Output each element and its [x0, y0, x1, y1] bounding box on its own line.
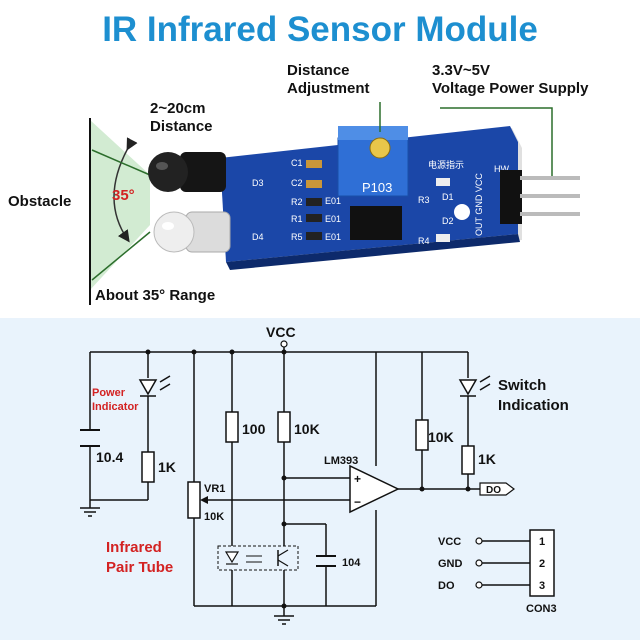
con3-connector — [529, 529, 555, 597]
do-output-tag — [479, 482, 515, 496]
range-label: About 35° Range — [95, 287, 216, 304]
schematic-panel: VCC Power Indicator 10.4 1K 100 10K VR1 … — [0, 318, 640, 640]
label-r4: R4 — [418, 236, 430, 246]
cap-main-symbol — [80, 429, 100, 447]
d1-led — [436, 178, 450, 186]
power-led-icon — [138, 375, 171, 397]
label-d1: D1 — [442, 192, 454, 202]
potentiometer: P103 — [337, 126, 409, 197]
r2-resistor — [306, 198, 322, 206]
r-power-label: 1K — [158, 459, 176, 475]
infrared-pair-tube-icon — [217, 545, 299, 571]
r5-resistor — [306, 232, 322, 240]
switch-indication-line2: Indication — [498, 397, 569, 414]
header-pins — [500, 170, 580, 224]
do-pin-terminal — [475, 581, 483, 589]
vcc-pin-terminal — [475, 537, 483, 545]
cap-104-label: 104 — [342, 557, 361, 569]
ir-emitter-led — [148, 152, 226, 192]
switch-indication-line1: Switch — [498, 377, 546, 394]
vr1-wiper-arrow — [200, 496, 208, 504]
resistor-power-1k — [141, 451, 155, 483]
power-indicator-line2: Indicator — [92, 401, 139, 413]
label-r1: R1 — [291, 214, 303, 224]
gnd-pin-terminal — [475, 559, 483, 567]
distance-adjustment-label: Distance Adjustment — [287, 62, 370, 97]
c2-capacitor — [306, 180, 322, 188]
label-d4: D4 — [252, 232, 264, 242]
potentiometer-vr1 — [187, 481, 201, 519]
range-line-top — [91, 149, 151, 176]
label-d3: D3 — [252, 178, 264, 188]
angle-label: 35° — [112, 187, 135, 204]
lm393-chip — [350, 206, 402, 240]
label-output-cn: 输出指示 — [428, 253, 464, 264]
lm393-comparator — [349, 464, 400, 514]
obstacle-label: Obstacle — [8, 193, 72, 210]
con-pin3-num: 3 — [539, 580, 545, 592]
power-supply-label: 3.3V~5V Voltage Power Supply — [432, 62, 589, 97]
ground-left-icon — [80, 507, 100, 517]
r-100-label: 100 — [242, 421, 266, 437]
label-r2: R2 — [291, 197, 303, 207]
plus-sign: + — [354, 472, 361, 486]
page-title: IR Infrared Sensor Module — [102, 10, 538, 49]
vcc-terminal — [280, 340, 288, 348]
label-c2: C2 — [291, 178, 303, 188]
con-pin2-label: GND — [438, 558, 463, 570]
r-10k-a-label: 10K — [294, 421, 320, 437]
con-pin2-num: 2 — [539, 558, 545, 570]
ic-label: LM393 — [324, 455, 358, 467]
label-power-cn: 电源指示 — [428, 159, 464, 170]
circuit-schematic: VCC Power Indicator 10.4 1K 100 10K VR1 … — [80, 324, 569, 625]
module-illustration: P103 C1 C2 R2 R1 R5 R3 R4 D1 D2 D3 D4 E0… — [89, 102, 580, 305]
con3-label: CON3 — [526, 603, 557, 615]
resistor-100 — [225, 411, 239, 443]
pot-label: P103 — [362, 180, 392, 195]
detection-beam — [90, 120, 150, 290]
label-e01c: E01 — [325, 232, 341, 242]
label-pins: OUT GND VCC — [474, 173, 484, 236]
switch-led-icon — [458, 375, 491, 397]
label-e01a: E01 — [325, 196, 341, 206]
label-d2: D2 — [442, 216, 454, 226]
cap-main-label: 10.4 — [96, 449, 123, 465]
power-leader — [440, 107, 553, 176]
ground-bottom-icon — [274, 615, 294, 625]
label-e01b: E01 — [325, 214, 341, 224]
infrared-pair-line1: Infrared — [106, 539, 162, 556]
vr1-value: 10K — [204, 511, 224, 523]
label-c1: C1 — [291, 158, 303, 168]
cap-104-symbol — [316, 555, 336, 567]
con-pin3-label: DO — [438, 580, 455, 592]
do-tag-label: DO — [486, 485, 501, 496]
resistor-out-1k — [461, 445, 475, 475]
vr1-label: VR1 — [204, 483, 225, 495]
r1-resistor — [306, 214, 322, 222]
infrared-pair-line2: Pair Tube — [106, 559, 173, 576]
vcc-label: VCC — [266, 324, 296, 340]
range-line-bottom — [91, 231, 151, 281]
minus-sign: − — [354, 495, 361, 509]
label-hw: HW — [494, 164, 509, 174]
mounting-hole — [454, 204, 470, 220]
c1-capacitor — [306, 160, 322, 168]
r-out-label: 1K — [478, 451, 496, 467]
d2-led — [436, 234, 450, 242]
power-indicator-line1: Power — [92, 387, 126, 399]
distance-range-label: 2~20cm Distance — [150, 100, 213, 135]
con-pin1-num: 1 — [539, 536, 545, 548]
resistor-10k-a — [277, 411, 291, 443]
angle-arc — [113, 137, 138, 243]
r-10k-b-label: 10K — [428, 429, 454, 445]
resistor-10k-b — [415, 419, 429, 451]
label-r3: R3 — [418, 195, 430, 205]
label-r5: R5 — [291, 232, 303, 242]
ir-receiver-led — [153, 211, 231, 253]
con-pin1-label: VCC — [438, 536, 461, 548]
